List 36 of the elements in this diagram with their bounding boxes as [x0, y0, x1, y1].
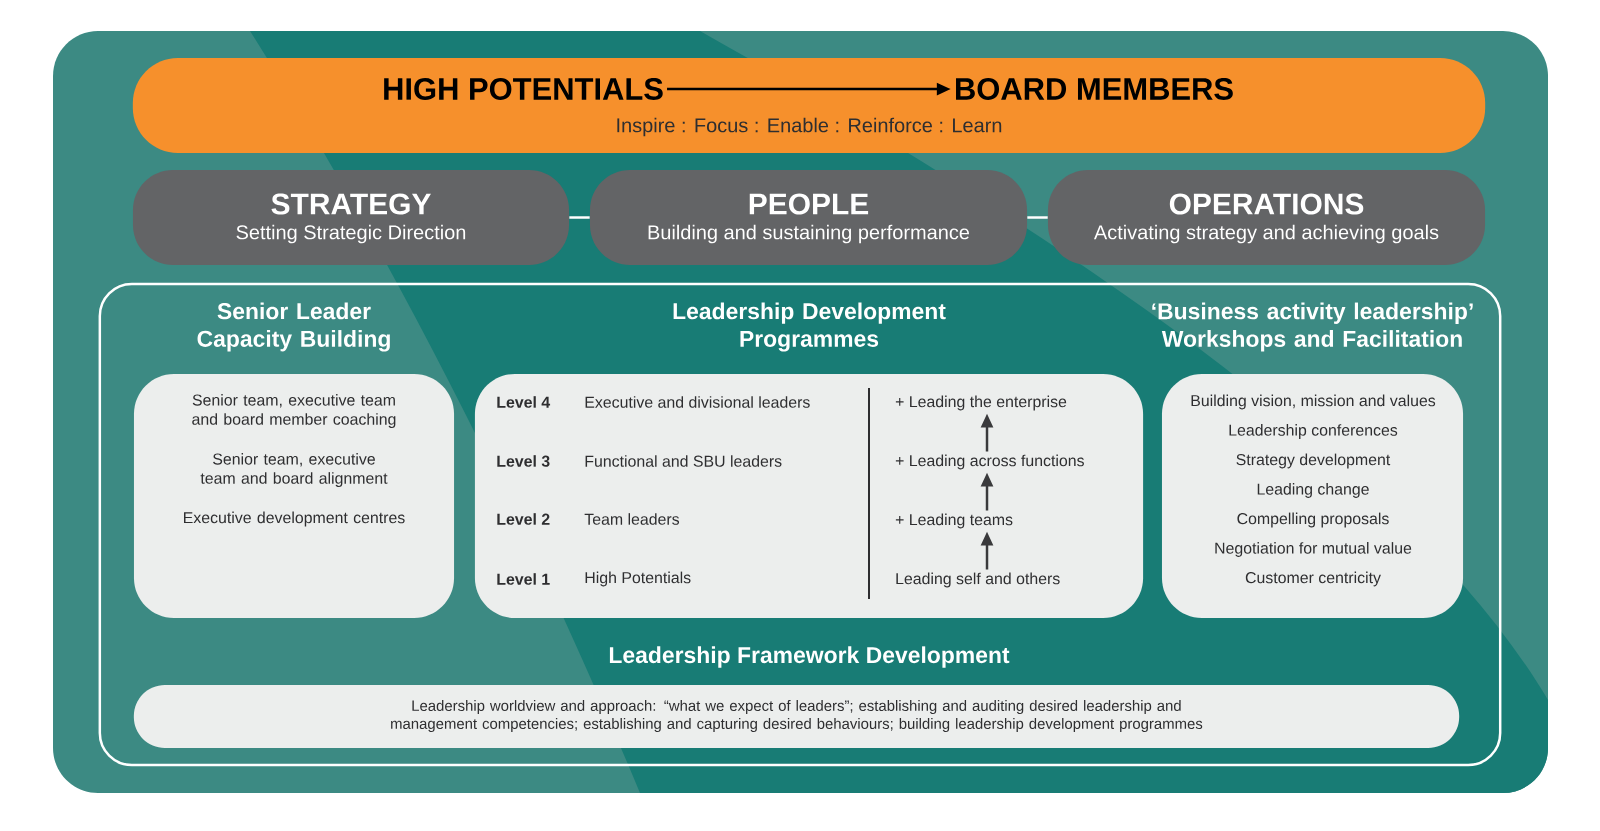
frame — [98, 282, 1502, 767]
list-item: Executive development centres — [184, 511, 405, 527]
list-item: Customer centricity — [1245, 571, 1381, 587]
level-label: Level 2 — [497, 513, 550, 525]
section-heading: Leadership Framework Development — [609, 646, 1010, 668]
list-item: Leading change — [1257, 483, 1369, 498]
category-box: PEOPLE Building and sustaining performance — [589, 170, 1028, 265]
list-item: Negotiation for mutual value — [1215, 542, 1412, 557]
description: Leadership worldview and approach: “what we expect of leaders”; establishing and auditing desired leadership and management competencies; establishing and capturing desired behaviours; building leadership development programmes — [391, 700, 1203, 732]
list-item: Building vision, mission and values — [1191, 394, 1436, 410]
list-item: Senior team, executive team and board member coaching — [192, 394, 396, 428]
list-item: Compelling proposals — [1237, 512, 1389, 528]
list-item: Strategy development — [1236, 453, 1391, 469]
connector-line — [1027, 216, 1048, 219]
category-box: OPERATIONS Activating strategy and achieving goals — [1047, 170, 1486, 265]
section-heading: ‘Business activity leadership’ Workshops and Facilitation — [1152, 302, 1473, 352]
banner-title: HIGH POTENTIALS — [384, 78, 663, 100]
banner-subtitle: Inspire : Focus : Enable : Reinforce : Learn — [617, 117, 1002, 137]
section-heading: Leadership Development Programmes — [673, 302, 946, 352]
stage-label: Leading self and others — [896, 572, 1060, 588]
level-label: Level 1 — [497, 573, 550, 585]
level-label: Level 3 — [497, 455, 550, 467]
connector-line — [569, 216, 590, 219]
level-description: Functional and SBU leaders — [585, 455, 782, 467]
level-description: Team leaders — [584, 513, 680, 525]
level-label: Level 4 — [497, 396, 551, 408]
list-item: Leadership conferences — [1229, 424, 1398, 439]
level-description: Executive and divisional leaders — [585, 396, 810, 408]
category-box: STRATEGY Setting Strategic Direction — [132, 170, 570, 265]
stage-label: + Leading teams — [895, 513, 1013, 529]
stage-label: + Leading across functions — [895, 454, 1084, 470]
level-description: High Potentials — [585, 571, 691, 587]
stage-label: + Leading the enterprise — [895, 395, 1067, 411]
section-heading: Senior Leader Capacity Building — [197, 302, 390, 352]
list-item: Senior team, executive team and board alignment — [200, 453, 388, 487]
banner-title: BOARD MEMBERS — [956, 78, 1233, 100]
